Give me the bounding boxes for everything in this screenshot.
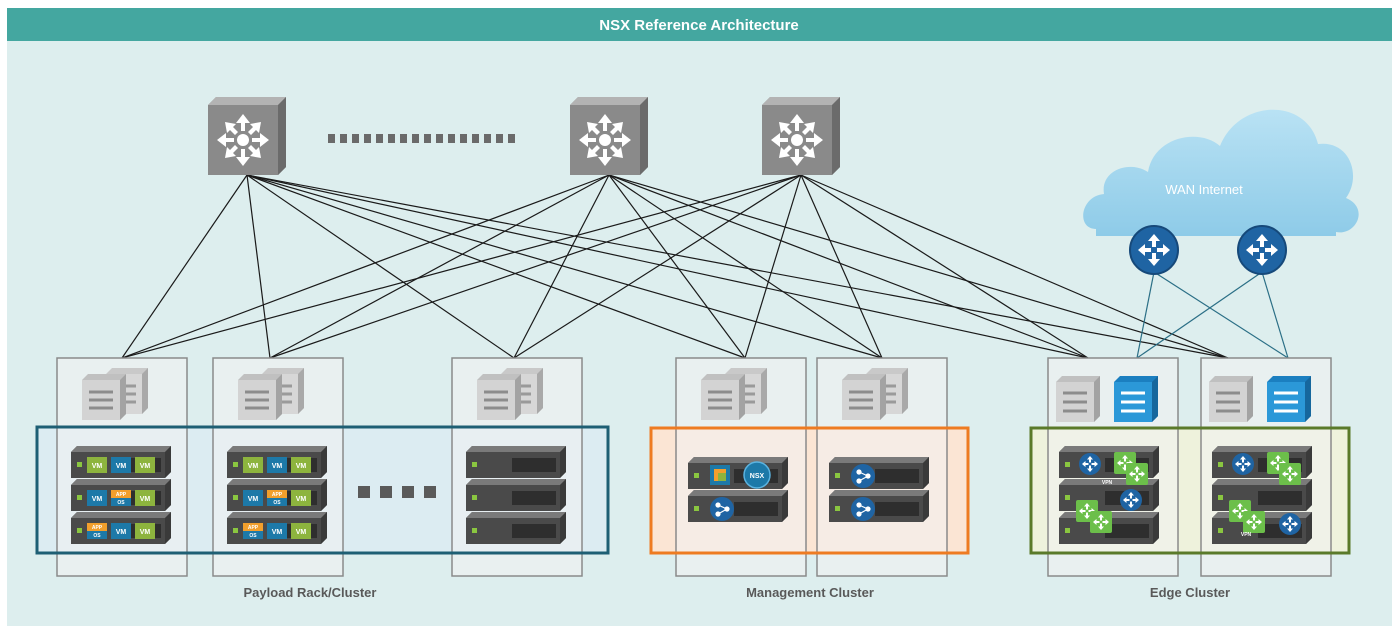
payload-cluster-border bbox=[35, 425, 610, 555]
spine-switch-1-icon bbox=[208, 97, 286, 175]
payload-cluster-label: Payload Rack/Cluster bbox=[244, 585, 377, 600]
management-node-icon bbox=[850, 463, 876, 489]
edge-router-icon bbox=[1079, 453, 1101, 475]
edge-cluster-label: Edge Cluster bbox=[1150, 585, 1230, 600]
vpn-label: VPN bbox=[1241, 532, 1252, 538]
edge-leaf-switch-2-icon bbox=[1207, 374, 1255, 424]
leaf-switch-5-icon bbox=[840, 366, 910, 422]
fabric-link bbox=[246, 174, 271, 359]
vm-label: VM bbox=[92, 463, 103, 470]
header-bar bbox=[7, 8, 1392, 41]
fabric-link bbox=[121, 174, 610, 359]
app-label: APP bbox=[272, 492, 283, 498]
fabric-link bbox=[121, 174, 248, 359]
management-node-icon bbox=[850, 496, 876, 522]
vm-label: VM bbox=[140, 496, 151, 503]
os-label: OS bbox=[93, 533, 101, 539]
leaf-switch-1-icon bbox=[80, 366, 150, 422]
fabric-link bbox=[246, 174, 515, 359]
edge-server-2: VPN bbox=[1212, 446, 1312, 544]
leaf-switch-3-icon bbox=[475, 366, 545, 422]
management-cluster-label: Management Cluster bbox=[746, 585, 874, 600]
fabric-link bbox=[800, 174, 1089, 359]
vm-label: VM bbox=[116, 463, 127, 470]
vm-label: VM bbox=[296, 496, 307, 503]
fabric-link bbox=[744, 174, 802, 359]
wan-router-2-icon bbox=[1237, 225, 1287, 275]
edge-services-icon bbox=[1279, 463, 1301, 485]
vm-label: VM bbox=[272, 463, 283, 470]
spine-ellipsis bbox=[328, 134, 515, 143]
edge-uplink-switch-1-icon bbox=[1112, 374, 1160, 424]
wan-cloud: WAN Internet bbox=[1083, 109, 1359, 236]
vm-label: VM bbox=[272, 529, 283, 536]
app-label: APP bbox=[92, 525, 103, 531]
edge-router-icon bbox=[1120, 489, 1142, 511]
vpn-label: VPN bbox=[1102, 480, 1113, 486]
app-label: APP bbox=[248, 525, 259, 531]
edge-server-1: VPN bbox=[1059, 446, 1159, 544]
spine-switch-2-icon bbox=[570, 97, 648, 175]
os-label: OS bbox=[249, 533, 257, 539]
vm-label: VM bbox=[140, 463, 151, 470]
management-cluster-border bbox=[649, 426, 970, 555]
wan-router-1-icon bbox=[1129, 225, 1179, 275]
leaf-switch-4-icon bbox=[699, 366, 769, 422]
edge-router-icon bbox=[1279, 513, 1301, 535]
edge-router-icon bbox=[1232, 453, 1254, 475]
wan-links bbox=[1136, 271, 1289, 359]
edge-uplink-switch-2-icon bbox=[1265, 374, 1313, 424]
fabric-link bbox=[246, 174, 1229, 359]
vm-label: VM bbox=[296, 463, 307, 470]
rack-ellipsis bbox=[358, 486, 436, 498]
vm-label: VM bbox=[140, 529, 151, 536]
fabric-link bbox=[246, 174, 746, 359]
fabric-link bbox=[121, 174, 802, 359]
os-label: OS bbox=[273, 500, 281, 506]
compute-server-1: VM VM VM VM APP OS VM APP OS VM VM bbox=[71, 446, 171, 544]
cloud-label: WAN Internet bbox=[1165, 182, 1243, 197]
nsx-label: NSX bbox=[750, 473, 765, 480]
edge-services-icon bbox=[1090, 511, 1112, 533]
fabric-link bbox=[608, 174, 746, 359]
spine-leaf-links bbox=[121, 174, 1229, 359]
leaf-switch-2-icon bbox=[236, 366, 306, 422]
edge-leaf-switch-1-icon bbox=[1054, 374, 1102, 424]
os-label: OS bbox=[117, 500, 125, 506]
fabric-link bbox=[800, 174, 883, 359]
vm-label: VM bbox=[92, 496, 103, 503]
fabric-link bbox=[513, 174, 802, 359]
spine-switch-3-icon bbox=[762, 97, 840, 175]
vm-label: VM bbox=[248, 496, 259, 503]
edge-cluster-border bbox=[1029, 426, 1351, 555]
fabric-link bbox=[608, 174, 883, 359]
vm-label: VM bbox=[296, 529, 307, 536]
management-node-icon bbox=[709, 496, 735, 522]
edge-services-icon bbox=[1243, 511, 1265, 533]
fabric-link bbox=[269, 174, 610, 359]
app-label: APP bbox=[116, 492, 127, 498]
compute-server-3 bbox=[466, 446, 566, 544]
diagram-title: NSX Reference Architecture bbox=[599, 17, 799, 34]
fabric-link bbox=[246, 174, 883, 359]
fabric-link bbox=[246, 174, 1089, 359]
management-server-1: NSX bbox=[688, 457, 788, 522]
fabric-link bbox=[269, 174, 802, 359]
vm-label: VM bbox=[248, 463, 259, 470]
edge-services-icon bbox=[1126, 463, 1148, 485]
compute-server-2: VM VM VM VM APP OS VM APP OS VM VM bbox=[227, 446, 327, 544]
fabric-link bbox=[513, 174, 610, 359]
fabric-link bbox=[800, 174, 1229, 359]
vm-label: VM bbox=[116, 529, 127, 536]
